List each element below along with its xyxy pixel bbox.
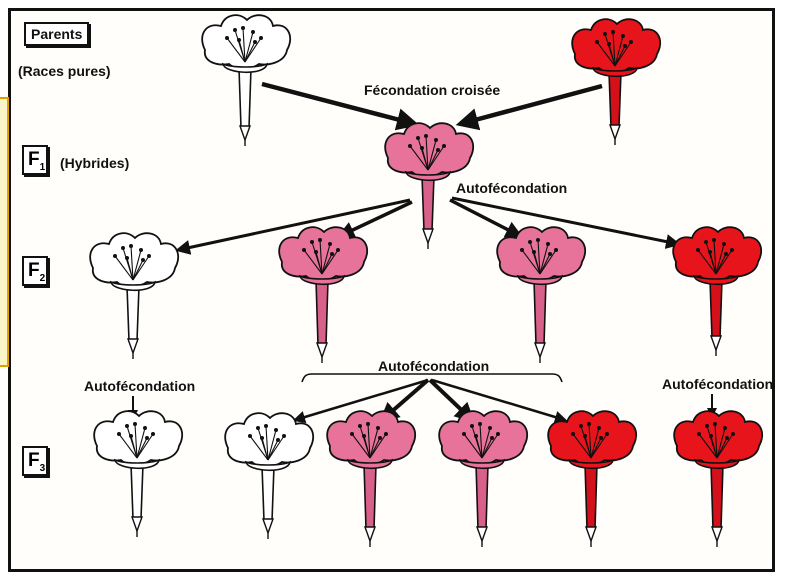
f2-generation-box: F2 — [22, 256, 48, 286]
f3-letter: F — [28, 450, 40, 471]
f3-red-flower-from-red — [674, 411, 762, 547]
hybrides-label: (Hybrides) — [60, 155, 129, 171]
parents-label: Parents — [24, 22, 89, 46]
f3-pink-flower-2 — [439, 411, 527, 547]
autofecondation-left-label: Autofécondation — [84, 378, 195, 394]
f2-pink-flower-2 — [497, 227, 585, 363]
parent-white-flower — [202, 15, 290, 146]
f3-generation-box: F3 — [22, 446, 48, 476]
f3-subscript: 3 — [40, 463, 46, 474]
f3-red-flower — [548, 411, 636, 547]
f3-pink-flower-1 — [327, 411, 415, 547]
fecondation-croisee-label: Fécondation croisée — [364, 82, 500, 98]
f2-subscript: 2 — [40, 273, 46, 284]
parent-red-flower — [572, 19, 660, 145]
f2-letter: F — [28, 260, 40, 281]
f1-letter: F — [28, 149, 40, 170]
f1-subscript: 1 — [40, 162, 46, 173]
f2-white-flower — [90, 233, 178, 359]
autofecondation-center-label: Autofécondation — [378, 358, 489, 374]
autofecondation-f1-label: Autofécondation — [456, 180, 567, 196]
f1-generation-box: F1 — [22, 145, 48, 175]
f2-pink-flower-1 — [279, 227, 367, 363]
f3-white-flower-from-white — [94, 411, 182, 537]
races-pures-label: (Races pures) — [18, 63, 111, 79]
f2-red-flower — [673, 227, 761, 356]
f3-white-flower — [225, 413, 313, 539]
autofecondation-right-label: Autofécondation — [662, 376, 773, 392]
